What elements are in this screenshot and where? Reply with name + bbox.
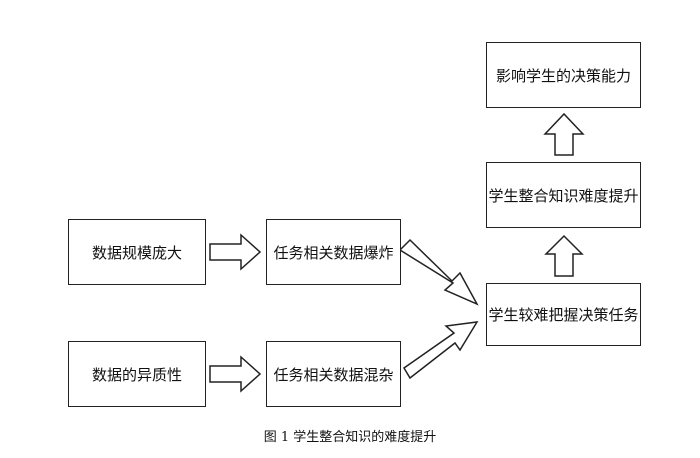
arrow-right-bottom: [209, 355, 262, 393]
arrow-right-top: [209, 233, 262, 271]
box-hard-to-grasp-task: 学生较难把握决策任务: [486, 283, 641, 346]
box-data-heterogeneity: 数据的异质性: [68, 341, 206, 407]
box-data-scale: 数据规模庞大: [68, 219, 206, 285]
arrow-diagonal-down: [398, 238, 479, 306]
arrow-diagonal-up: [402, 321, 479, 380]
box-task-data-mixed: 任务相关数据混杂: [266, 341, 401, 407]
box-decision-ability: 影响学生的决策能力: [486, 42, 641, 108]
arrow-up-lower: [544, 234, 584, 277]
box-integration-difficulty: 学生整合知识难度提升: [486, 162, 641, 228]
arrow-up-upper: [543, 112, 585, 156]
figure-caption: 图 1 学生整合知识的难度提升: [263, 430, 437, 445]
box-task-data-explosion: 任务相关数据爆炸: [266, 219, 401, 285]
